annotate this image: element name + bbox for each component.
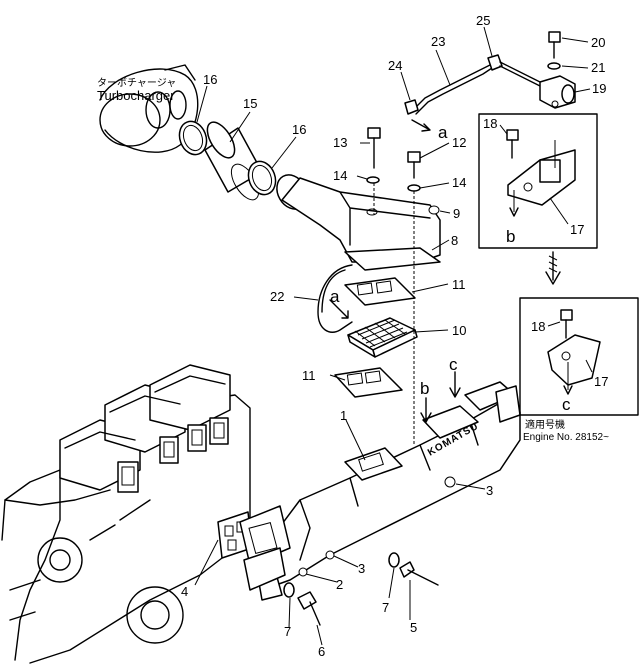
callout-25: 25 xyxy=(476,13,490,28)
gasket-part-11-lower xyxy=(334,367,403,398)
callout-16-left: 16 xyxy=(203,72,217,87)
fasteners-lower xyxy=(283,476,456,626)
callout-13: 13 xyxy=(333,135,347,150)
ref-letter-b-upper: b xyxy=(506,227,515,246)
callout-10: 10 xyxy=(452,323,466,338)
ref-arrow-c-lower xyxy=(449,371,461,398)
turbocharger-label-en: Turbocharger xyxy=(97,88,175,103)
callout-4: 4 xyxy=(181,584,188,599)
bolt-part-13 xyxy=(367,127,381,169)
bolt-part-12 xyxy=(407,151,421,179)
callout-11-lower: 11 xyxy=(302,368,316,383)
callout-8: 8 xyxy=(451,233,458,248)
callout-22: 22 xyxy=(270,289,284,304)
ref-arrow-b-lower xyxy=(420,397,432,423)
callout-17-lower: 17 xyxy=(594,374,608,389)
callout-9: 9 xyxy=(453,206,460,221)
callout-15: 15 xyxy=(243,96,257,111)
detail-box-lower xyxy=(519,297,639,416)
callout-labels: 1 2 3 3 4 5 6 7 7 8 9 10 11 11 12 13 14 … xyxy=(181,13,608,659)
washer-part-21 xyxy=(547,62,561,70)
fitting-part-24 xyxy=(404,99,419,115)
callout-18-lower: 18 xyxy=(531,319,545,334)
clamp-part-16-left xyxy=(178,120,208,156)
ref-letter-a-upper: a xyxy=(438,123,448,142)
washer-part-14-left xyxy=(366,176,380,184)
ref-arrow-a-upper xyxy=(411,119,431,132)
callout-23: 23 xyxy=(431,34,445,49)
ref-letter-c-box: c xyxy=(562,395,571,414)
callout-18-upper: 18 xyxy=(483,116,497,131)
heat-shield-part-10 xyxy=(347,317,418,358)
callout-12: 12 xyxy=(452,135,466,150)
leader-lines xyxy=(196,26,593,646)
ref-letter-b-lower: b xyxy=(420,379,429,398)
callout-3-left: 3 xyxy=(358,561,365,576)
nut-part-9 xyxy=(428,205,440,215)
callout-11-upper: 11 xyxy=(452,277,466,292)
clamp-part-16-right xyxy=(247,160,277,196)
turbocharger-label-jp: ターボチャージャ xyxy=(97,77,176,89)
engine-number-label-jp: 適用号機 xyxy=(525,418,565,431)
engine-block xyxy=(1,364,251,664)
ref-arrow-a-lower xyxy=(329,299,349,319)
callout-21: 21 xyxy=(591,60,605,75)
callout-5: 5 xyxy=(410,620,417,635)
callout-14-right: 14 xyxy=(452,175,466,190)
reference-letters: a a b b c c xyxy=(330,123,571,414)
callout-1: 1 xyxy=(340,408,347,423)
block-part-19 xyxy=(539,75,576,109)
callout-14-left: 14 xyxy=(333,168,347,183)
detail-box-upper xyxy=(478,113,598,249)
callout-17-upper: 17 xyxy=(570,222,584,237)
callout-20: 20 xyxy=(591,35,605,50)
exhaust-elbow-part-8 xyxy=(276,174,441,271)
engine-number-label-en: Engine No. 28152~ xyxy=(523,432,609,443)
callout-7-right: 7 xyxy=(382,600,389,615)
bolt-part-20 xyxy=(548,31,561,59)
callout-3-right: 3 xyxy=(486,483,493,498)
exhaust-manifold-part-1: KOMATSU xyxy=(239,381,521,601)
callout-7-left: 7 xyxy=(284,624,291,639)
callout-2: 2 xyxy=(336,577,343,592)
callout-16-right: 16 xyxy=(292,122,306,137)
gasket-part-11-upper xyxy=(344,277,416,306)
fitting-part-25 xyxy=(487,54,541,87)
ref-letter-a-lower: a xyxy=(330,287,340,306)
callout-19: 19 xyxy=(592,81,606,96)
transition-arrow xyxy=(545,251,561,285)
callout-24: 24 xyxy=(388,58,402,73)
turbocharger: ターボチャージャ Turbocharger xyxy=(97,64,199,153)
washer-part-14-right xyxy=(407,184,421,192)
pipe-part-23 xyxy=(412,64,493,115)
callout-6: 6 xyxy=(318,644,325,659)
ref-letter-c-lower: c xyxy=(449,355,458,374)
pipe-part-22 xyxy=(317,264,353,333)
